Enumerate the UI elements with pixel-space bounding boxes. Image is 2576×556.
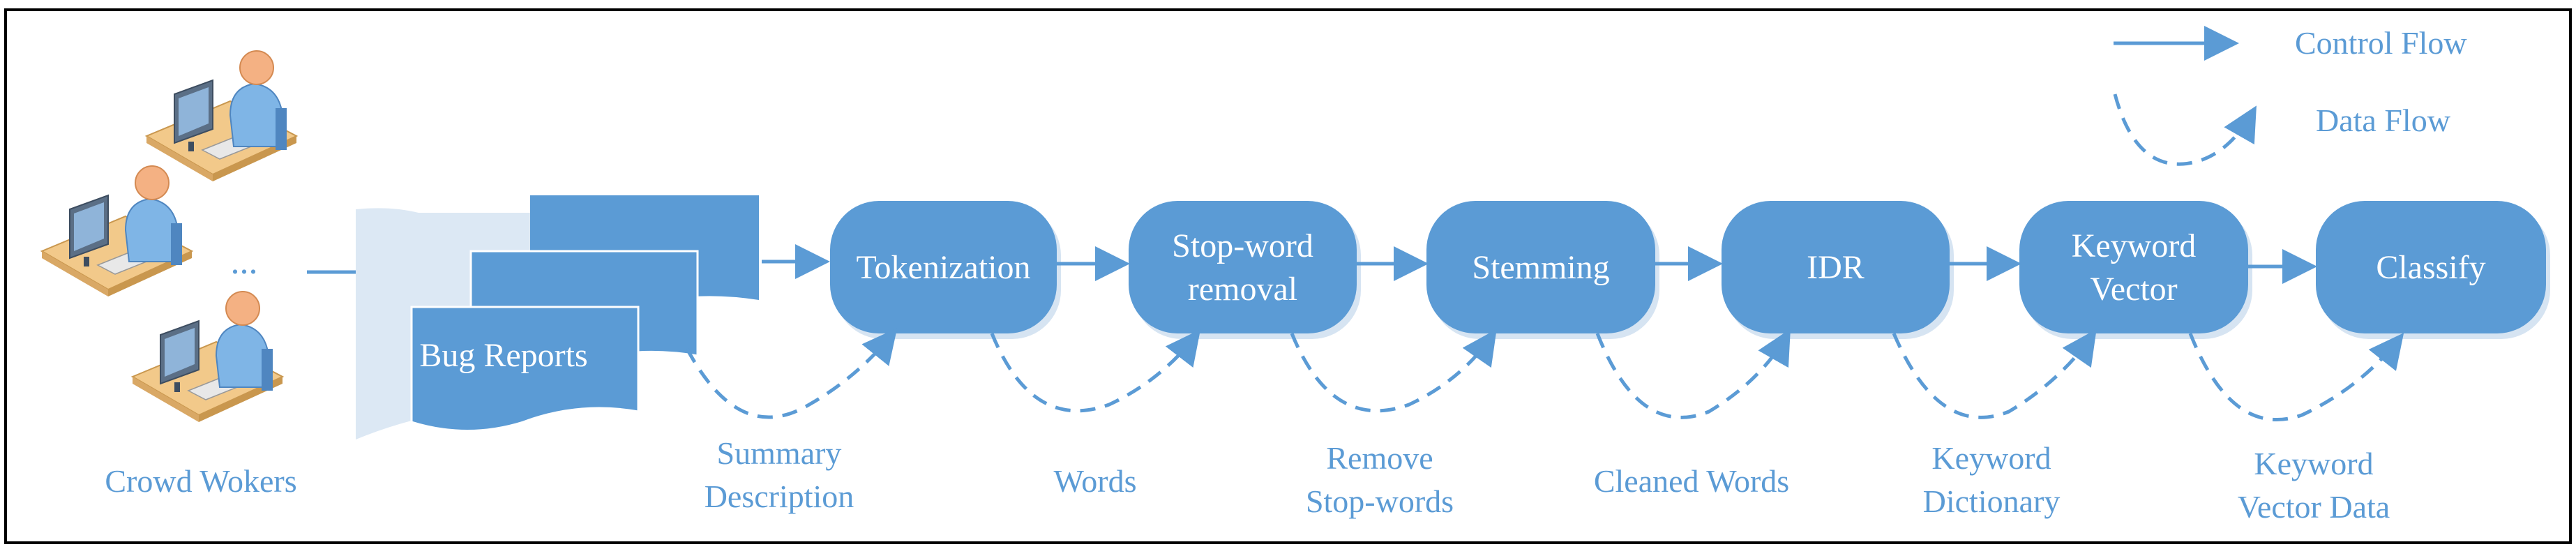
data-flow-arrow bbox=[1595, 329, 1791, 419]
legend-data-flow-arrow bbox=[2113, 93, 2257, 166]
legend: Control Flow Data Flow bbox=[2113, 25, 2467, 166]
node-box bbox=[1129, 201, 1357, 333]
data-flow-arrow bbox=[685, 328, 898, 419]
process-node-6: Classify bbox=[2316, 201, 2550, 339]
process-node-2: Stop-word removal bbox=[1129, 201, 1361, 339]
data-flow-label: Remove bbox=[1326, 440, 1433, 476]
node-label: removal bbox=[1188, 271, 1297, 308]
node-box bbox=[1426, 201, 1655, 333]
data-flow-label: Vector Data bbox=[2238, 489, 2390, 525]
bug-reports-stack: Bug Reports bbox=[356, 195, 759, 439]
data-flow-arrow bbox=[990, 329, 1201, 413]
control-arrows bbox=[1057, 246, 2317, 284]
data-flow-label: Stop-words bbox=[1306, 483, 1454, 519]
crowd-workers-illustration: ... bbox=[41, 50, 297, 423]
process-nodes: Tokenization Stop-word removal Stemming IDR K… bbox=[830, 201, 2550, 339]
data-flow-label: Summary bbox=[717, 435, 842, 471]
node-label: Stop-word bbox=[1172, 227, 1313, 264]
process-node-1: Tokenization bbox=[830, 201, 1061, 339]
bug-reports-label: Bug Reports bbox=[419, 337, 587, 374]
node-box bbox=[2316, 201, 2546, 333]
data-flow-arrow bbox=[1892, 329, 2097, 419]
data-flow-label: Dictionary bbox=[1923, 483, 2061, 519]
ellipsis-label: ... bbox=[231, 242, 258, 282]
crowd-workers-label: Crowd Wokers bbox=[105, 463, 296, 499]
data-flow-label: Cleaned Words bbox=[1594, 463, 1789, 499]
node-box bbox=[2019, 201, 2248, 333]
node-box bbox=[1722, 201, 1950, 333]
data-flow-curves bbox=[685, 328, 2404, 422]
node-label: Vector bbox=[2090, 271, 2177, 308]
process-node-3: Stemming bbox=[1426, 201, 1659, 339]
node-label: Keyword bbox=[2072, 227, 2197, 264]
worker-icon bbox=[132, 291, 283, 423]
node-label: Stemming bbox=[1472, 249, 1609, 286]
worker-icon bbox=[146, 50, 297, 182]
data-flow-arrow bbox=[1290, 329, 1497, 413]
data-flow-arrow bbox=[2188, 333, 2404, 422]
node-label: Classify bbox=[2376, 249, 2485, 286]
document-front bbox=[410, 306, 640, 432]
worker-icon bbox=[41, 165, 193, 297]
node-label: Tokenization bbox=[857, 249, 1031, 286]
data-flow-label: Words bbox=[1054, 463, 1137, 499]
figure-border bbox=[4, 8, 2572, 544]
legend-data-flow-label: Data Flow bbox=[2316, 103, 2451, 138]
node-box bbox=[830, 201, 1057, 333]
process-node-4: IDR bbox=[1722, 201, 1954, 339]
data-flow-label: Keyword bbox=[1931, 440, 2051, 476]
node-label: IDR bbox=[1807, 249, 1865, 286]
data-flow-label: Description bbox=[705, 479, 854, 514]
data-flow-label: Keyword bbox=[2254, 446, 2373, 481]
legend-control-flow-label: Control Flow bbox=[2295, 25, 2467, 61]
